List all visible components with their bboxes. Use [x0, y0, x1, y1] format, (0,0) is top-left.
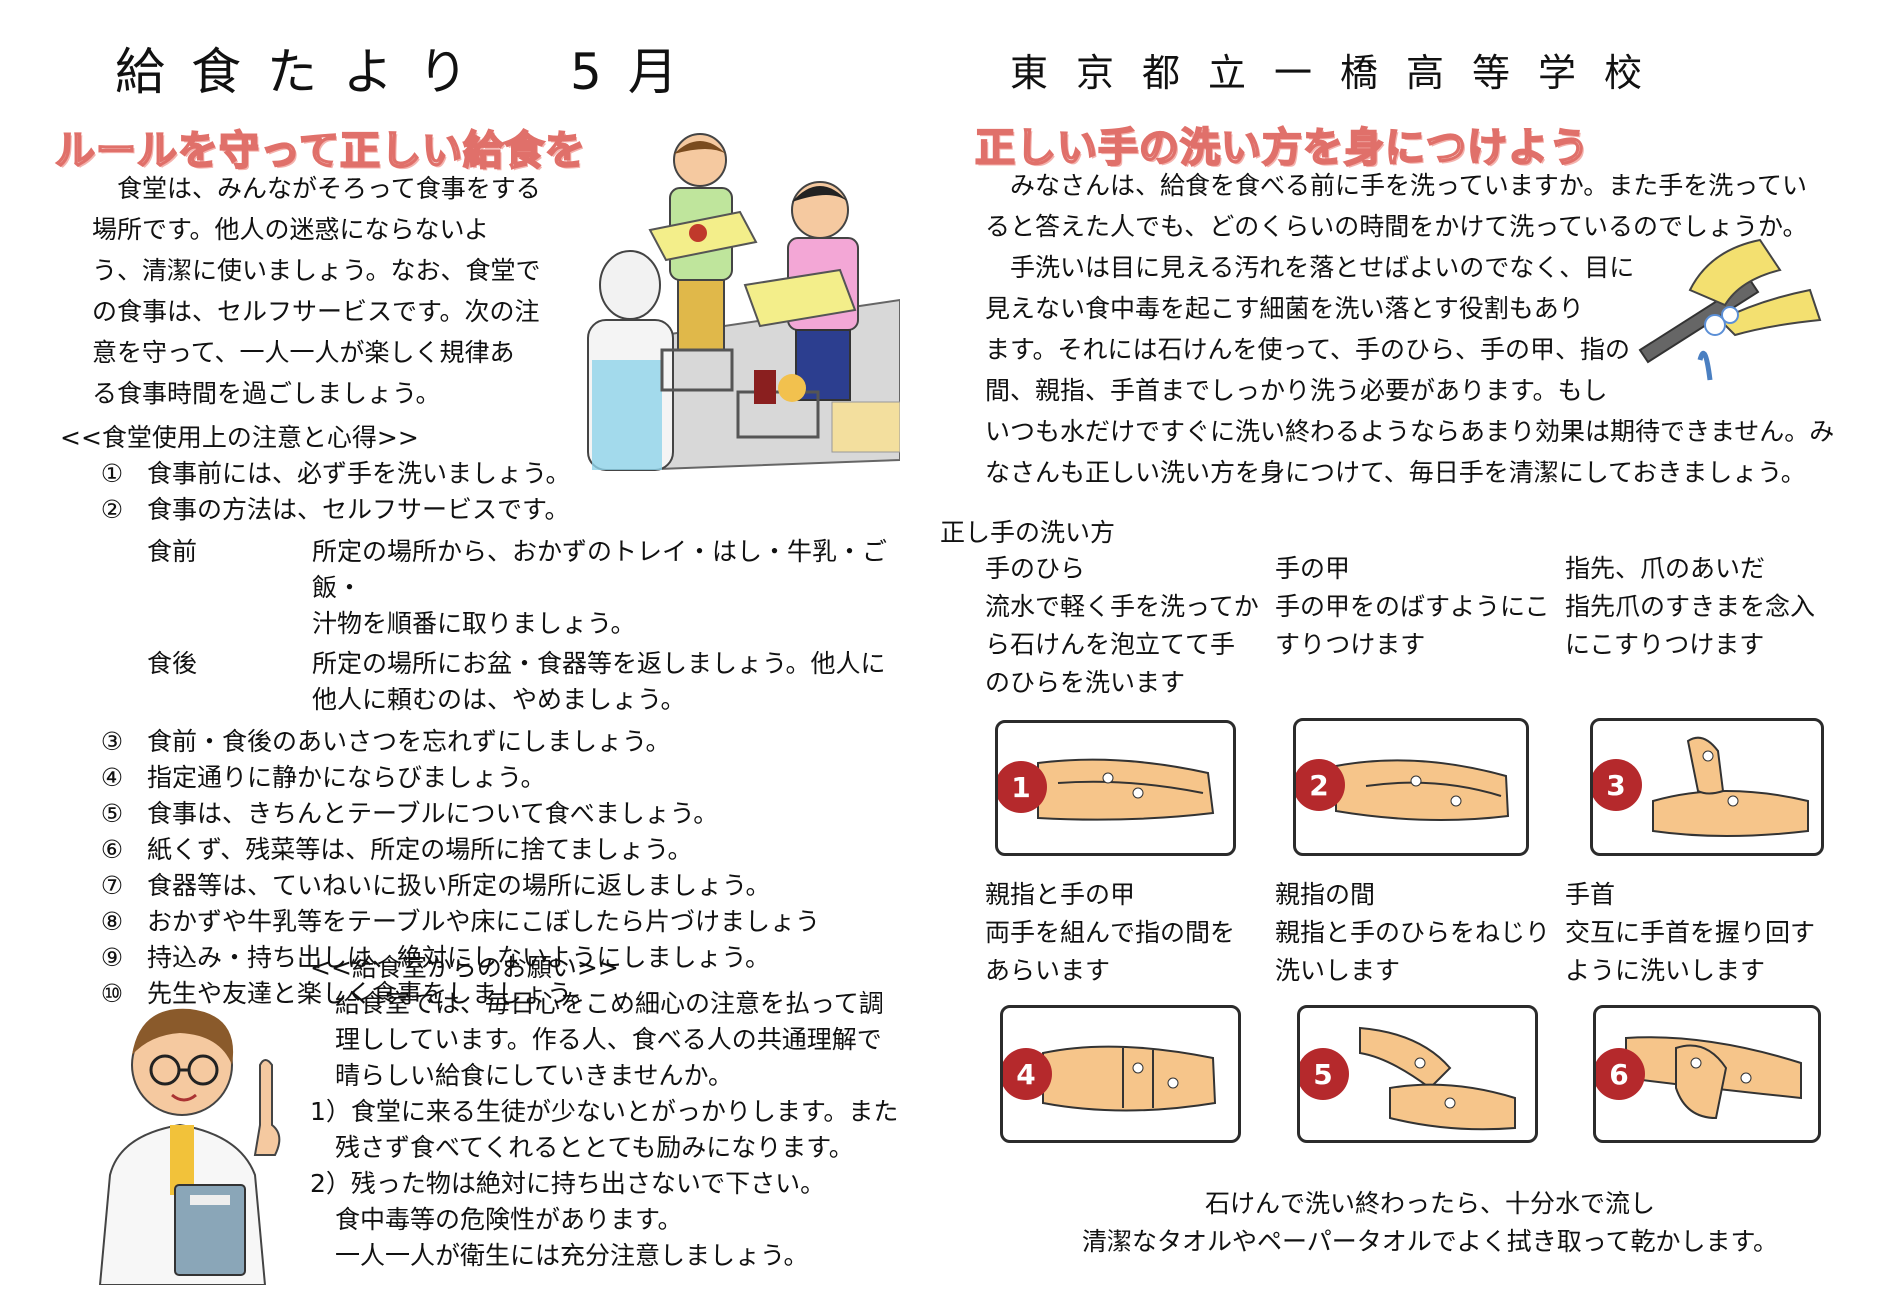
- rules-title: <<食堂使用上の注意と心得>>: [60, 423, 419, 452]
- step-1-panel: 1: [995, 720, 1236, 856]
- hand-step-icon: [1042, 1045, 1217, 1112]
- handwash-illustration: [1638, 238, 1822, 381]
- step-4-panel: 4: [1000, 1005, 1241, 1143]
- left-heading: ルールを守って正しい給食を: [54, 127, 586, 175]
- step-2-text: 手の甲 手の甲をのばすようにこ すりつけます: [1275, 554, 1550, 659]
- intro-line: の食事は、セルフサービスです。次の注: [92, 297, 540, 326]
- step-1-text: 手のひら 流水で軽く手を洗ってか ら石けんを泡立てて手 のひらを洗います: [985, 554, 1259, 697]
- closing-text: 石けんで洗い終わったら、十分水で流し 清潔なタオルやペーパータオルでよく拭き取っ…: [1081, 1189, 1778, 1256]
- step-6-panel: 6: [1593, 1005, 1821, 1143]
- step-number-badge: 6: [1596, 1048, 1645, 1100]
- left-intro: 食堂は、みんながそろって食事をする 場所です。他人の迷惑にならないよ う、清潔に…: [92, 168, 552, 414]
- hand-step-icon: [1037, 758, 1215, 821]
- sub-rule: 食後 所定の場所にお盆・食器等を返しましょう。他人に他人に頼むのは、やめましょう…: [147, 649, 886, 714]
- step-number-badge: 4: [1003, 1048, 1052, 1100]
- school-name: 東京都立一橋高等学校: [1010, 51, 1671, 95]
- step-3-panel: 3: [1590, 718, 1824, 856]
- step-number-badge: 5: [1300, 1048, 1349, 1100]
- right-intro: みなさんは、給食を食べる前に手を洗っていますか。また手を洗ってい ると答えた人で…: [985, 171, 1835, 487]
- hand-step-icon: [1652, 736, 1809, 837]
- hand-step-icon: [1625, 1036, 1802, 1120]
- sub-rule: 食前 所定の場所から、おかずのトレイ・はし・牛乳・ご飯・汁物を順番に取りましょう…: [147, 537, 888, 638]
- request-text: 給食室では、毎日心をこめ細心の注意を払って調 理ししています。作る人、食べる人の…: [310, 989, 899, 1270]
- teacher-illustration: [98, 1008, 281, 1285]
- intro-line: 意を守って、一人一人が楽しく規律あ: [92, 338, 515, 367]
- steps-title: 正し手の洗い方: [940, 518, 1116, 547]
- hand-step-icon: [1359, 1026, 1516, 1131]
- step-5-text: 親指の間 親指と手のひらをねじり 洗いします: [1275, 880, 1551, 985]
- newsletter-title: 給食たより 5月: [115, 43, 704, 101]
- step-number-badge: 3: [1593, 759, 1642, 811]
- right-heading: 正しい手の洗い方を身につけよう: [974, 124, 1590, 172]
- step-number-badge: 2: [1296, 759, 1345, 811]
- hand-step-icon: [1335, 759, 1510, 821]
- intro-line: う、清潔に使いましょう。なお、食堂で: [92, 256, 541, 285]
- step-6-text: 手首 交互に手首を握り回す ように洗いします: [1565, 880, 1816, 985]
- intro-line: 食堂は、みんながそろって食事をする: [92, 174, 541, 203]
- step-5-panel: 5: [1297, 1005, 1538, 1143]
- request-title: <<給食室からのお願い>>: [310, 953, 619, 982]
- step-number-badge: 1: [998, 761, 1047, 813]
- step-4-text: 親指と手の甲 両手を組んで指の間を あらいます: [985, 880, 1236, 985]
- step-3-text: 指先、爪のあいだ 指先爪のすきまを念入 にこすりつけます: [1565, 554, 1816, 659]
- step-2-panel: 2: [1293, 718, 1529, 856]
- intro-line: る食事時間を過ごしましょう。: [92, 379, 441, 408]
- cafeteria-illustration: [587, 133, 900, 472]
- intro-line: 場所です。他人の迷惑にならないよ: [92, 215, 490, 244]
